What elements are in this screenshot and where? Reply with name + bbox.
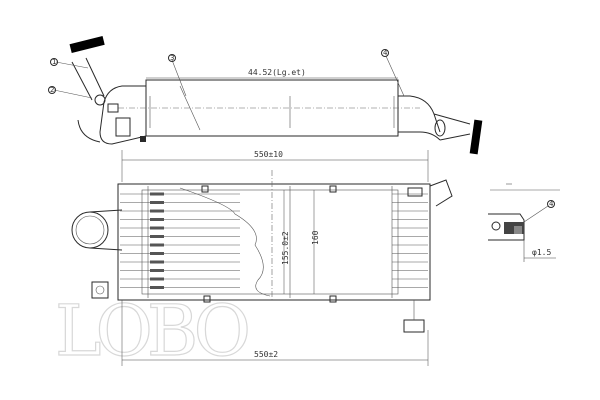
svg-text:4: 4 [549,200,554,208]
clamp-bolt [94,94,106,106]
top-length-label: 44.52(Lg.et) [248,68,306,77]
cutaway-line [179,187,271,297]
callout-2 [48,86,56,94]
tube-end [150,192,164,196]
tube-end [150,260,164,264]
callout-4 [381,49,389,57]
tube-end [150,286,164,289]
tube-end [150,269,164,272]
tube-end [150,243,164,247]
callout-3 [168,54,176,62]
callout-1 [50,58,58,66]
tube-end [150,209,164,213]
front-view: 155.0±2 160 [71,170,453,333]
left-mount-bracket [91,281,109,299]
overall-length-label: 550±2 [254,350,278,359]
right-outlet-port [429,179,453,207]
svg-text:1: 1 [52,58,56,66]
left-tank-fins [120,192,240,289]
svg-text:4: 4 [383,49,388,57]
tube-end [150,218,164,221]
left-inlet-pipe [71,57,105,101]
detail-section [488,213,525,241]
front-core-fins [141,189,399,295]
svg-text:3: 3 [170,54,174,62]
core-height-label: 155.0±2 [281,231,290,265]
right-tank-top [398,95,441,133]
core-height-inner-label: 160 [311,230,320,245]
left-hose-end [69,36,105,53]
right-tank-fins [392,193,428,288]
right-mount-bracket [403,319,425,333]
watermark-logo: LOBO [55,290,248,372]
tube-end [150,277,164,281]
tube-end [150,252,164,255]
right-hose-end [469,119,483,155]
right-outlet-pipe [433,113,471,141]
tube-end [150,235,164,238]
front-core-frame [117,183,431,301]
detail-dim-label: φ1.5 [532,248,551,257]
left-inlet-port [71,211,109,249]
core-width-label: 550±10 [254,150,283,159]
detail-callout [547,200,555,208]
left-tank-top [99,85,147,145]
detail-view: φ1.5 4 [488,183,560,262]
tube-end [150,201,164,204]
svg-text:2: 2 [50,86,54,94]
tube-end [150,226,164,230]
top-view: 44.52(Lg.et) 1 2 3 4 [48,36,483,155]
